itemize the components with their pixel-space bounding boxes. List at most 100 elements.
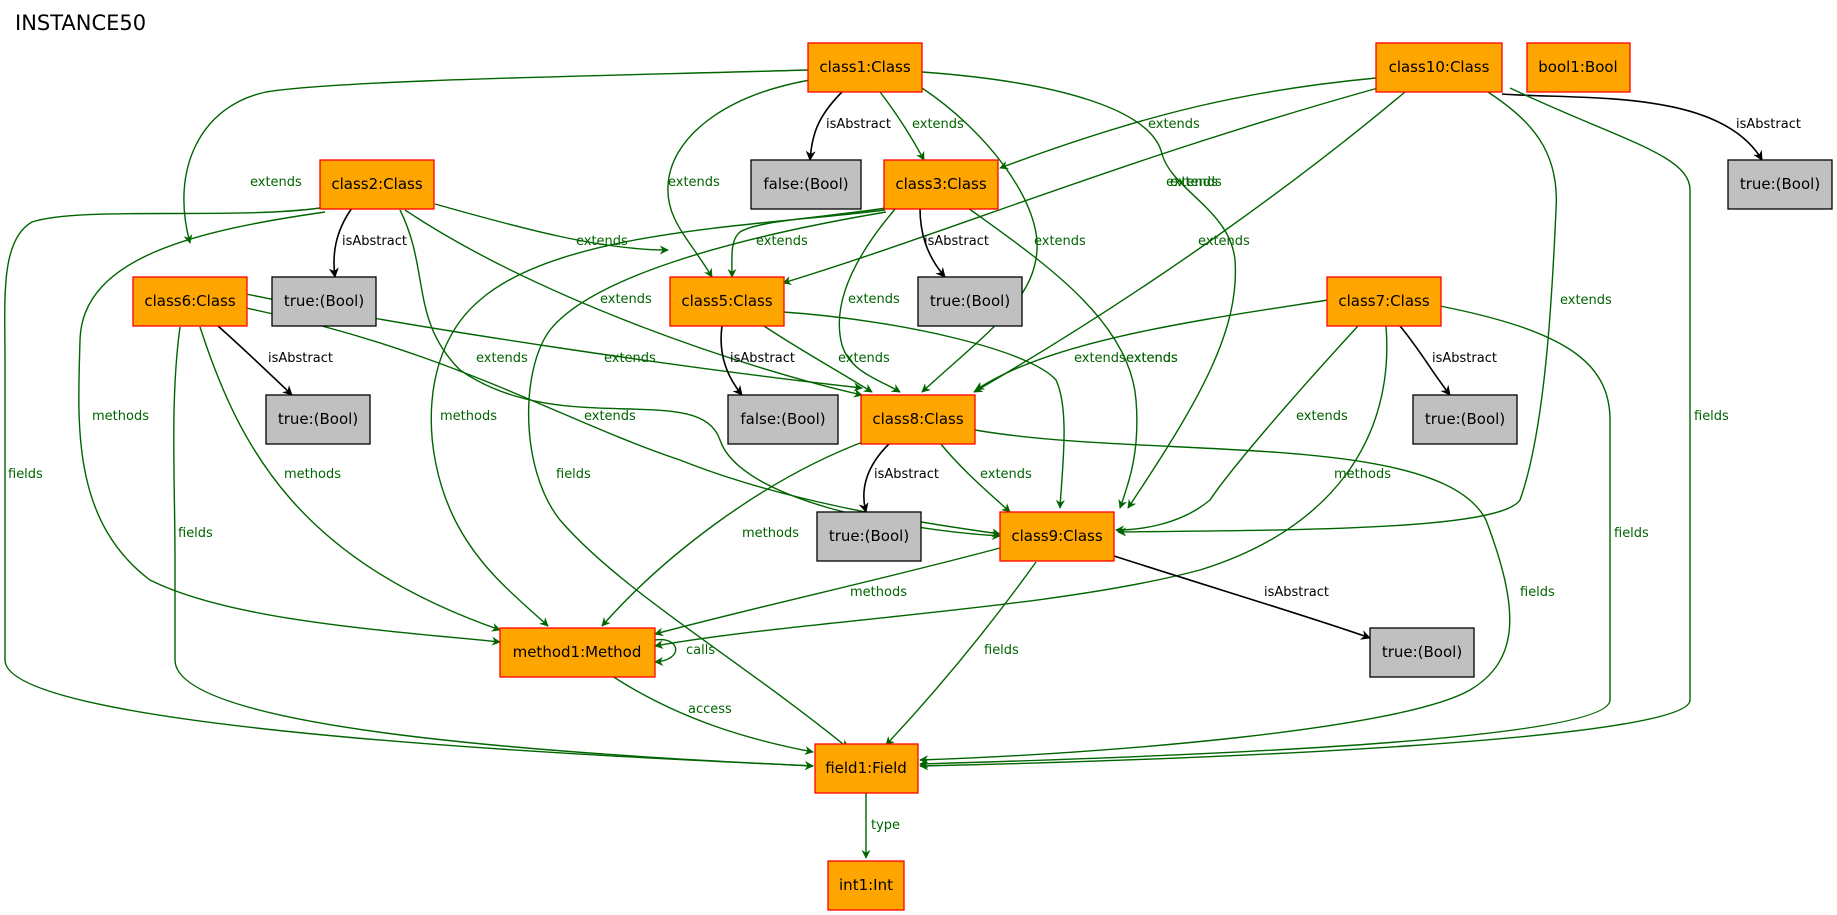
node-class9[interactable]: class9:Class	[999, 511, 1115, 562]
edge-class8-extends-class9	[939, 442, 1011, 513]
edge-class9-fields-field1	[885, 561, 1037, 746]
node-class6[interactable]: class6:Class	[132, 276, 248, 327]
svg-text:class7:Class: class7:Class	[1338, 292, 1429, 310]
edge-class1-extends-class6	[183, 69, 809, 244]
svg-text:int1:Int: int1:Int	[839, 876, 893, 894]
edge-class1-extends-class8	[921, 87, 1038, 393]
edge-class7-extends-class9	[1115, 325, 1359, 535]
node-true-bool[interactable]: true:(Bool)	[1369, 627, 1475, 678]
edge-class8-isabstract-true	[858, 442, 891, 513]
edge-label: fields	[556, 467, 591, 482]
svg-text:false:(Bool): false:(Bool)	[763, 175, 848, 193]
edge-label: extends	[250, 175, 302, 190]
node-int1[interactable]: int1:Int	[827, 860, 905, 911]
node-class5[interactable]: class5:Class	[669, 276, 785, 327]
svg-text:true:(Bool): true:(Bool)	[1382, 643, 1462, 661]
edge-label: isAbstract	[1736, 117, 1801, 132]
edge-label: extends	[600, 292, 652, 307]
edge-label: fields	[1694, 409, 1729, 424]
node-true-bool[interactable]: true:(Bool)	[1412, 394, 1518, 445]
edge-label: isAbstract	[730, 351, 795, 366]
edge-label: methods	[440, 409, 497, 424]
edge-class10-extends-class8	[973, 91, 1406, 393]
svg-text:class10:Class: class10:Class	[1389, 58, 1490, 76]
edge-label: calls	[686, 643, 715, 658]
edge-class10-fields-field1	[919, 87, 1691, 771]
edge-label: extends	[1166, 175, 1218, 190]
node-field1[interactable]: field1:Field	[814, 743, 919, 794]
edge-class7-isabstract-true	[1399, 325, 1451, 396]
node-true-bool[interactable]: true:(Bool)	[265, 394, 371, 445]
node-true-bool[interactable]: true:(Bool)	[816, 511, 922, 562]
edge-class10-extends-class9	[1117, 91, 1558, 537]
edge-label: extends	[1198, 234, 1250, 249]
node-class3[interactable]: class3:Class	[883, 159, 999, 210]
edge-label: access	[688, 702, 732, 717]
edge-label: isAbstract	[874, 467, 939, 482]
node-class2[interactable]: class2:Class	[319, 159, 435, 210]
svg-text:class1:Class: class1:Class	[819, 58, 910, 76]
edge-class5-extends-class9	[782, 311, 1065, 509]
node-false-bool[interactable]: false:(Bool)	[727, 394, 839, 445]
edge-label: fields	[1614, 526, 1649, 541]
edge-class2-extends-class5	[434, 203, 669, 255]
edge-label: isAbstract	[268, 351, 333, 366]
node-true-bool[interactable]: true:(Bool)	[1727, 159, 1833, 210]
edge-label: extends	[912, 117, 964, 132]
edge-label: fields	[8, 467, 43, 482]
node-class7[interactable]: class7:Class	[1326, 276, 1442, 327]
edge-label: fields	[984, 643, 1019, 658]
edge-label: extends	[756, 234, 808, 249]
svg-text:class9:Class: class9:Class	[1011, 527, 1102, 545]
node-true-bool[interactable]: true:(Bool)	[271, 276, 377, 327]
edge-label: extends	[1170, 175, 1222, 190]
edge-label: extends	[1074, 351, 1126, 366]
svg-text:class6:Class: class6:Class	[144, 292, 235, 310]
svg-text:method1:Method: method1:Method	[513, 643, 642, 661]
edge-class3-methods-method1	[430, 209, 886, 627]
edge-class3-extends-class8	[838, 207, 901, 393]
edge-label: extends	[1126, 351, 1178, 366]
edge-class7-methods-method1	[654, 325, 1388, 650]
edge-class6-isabstract-true	[217, 325, 293, 396]
edge-label: extends	[838, 351, 890, 366]
svg-text:true:(Bool): true:(Bool)	[278, 410, 358, 428]
svg-text:class3:Class: class3:Class	[895, 175, 986, 193]
edge-label: methods	[1334, 467, 1391, 482]
edge-class2-fields-field1	[4, 207, 814, 771]
edge-label: extends	[604, 351, 656, 366]
edge-class7-fields-field1	[919, 305, 1611, 769]
edge-label: isAbstract	[826, 117, 891, 132]
node-false-bool[interactable]: false:(Bool)	[750, 159, 862, 210]
edge-label: isAbstract	[342, 234, 407, 249]
edge-label: fields	[1520, 585, 1555, 600]
edge-class8-methods-method1	[601, 439, 869, 627]
edge-class3-isabstract-true	[919, 207, 946, 278]
node-class10[interactable]: class10:Class	[1375, 42, 1503, 93]
edge-label: isAbstract	[1432, 351, 1497, 366]
svg-text:true:(Bool): true:(Bool)	[1740, 175, 1820, 193]
node-true-bool[interactable]: true:(Bool)	[917, 276, 1023, 327]
node-class8[interactable]: class8:Class	[860, 394, 976, 445]
edge-class10-extends-class5	[782, 87, 1379, 285]
edge-label: methods	[284, 467, 341, 482]
node-method1[interactable]: method1:Method	[499, 627, 656, 678]
edge-method1-access-field1	[611, 675, 814, 755]
node-class1[interactable]: class1:Class	[807, 42, 923, 93]
svg-text:field1:Field: field1:Field	[825, 759, 907, 777]
edge-label: extends	[980, 467, 1032, 482]
svg-text:false:(Bool): false:(Bool)	[740, 410, 825, 428]
svg-text:bool1:Bool: bool1:Bool	[1538, 58, 1617, 76]
edge-class10-extends-class3	[999, 77, 1377, 170]
edge-class1-extends-class5	[667, 79, 811, 278]
svg-text:true:(Bool): true:(Bool)	[284, 292, 364, 310]
edge-class9-methods-method1	[654, 547, 1001, 637]
edge-class5-isabstract-false	[720, 325, 743, 396]
svg-text:class2:Class: class2:Class	[331, 175, 422, 193]
svg-text:true:(Bool): true:(Bool)	[829, 527, 909, 545]
edge-label: extends	[668, 175, 720, 190]
node-bool1[interactable]: bool1:Bool	[1526, 42, 1631, 93]
edge-class1-isabstract-false	[805, 91, 843, 161]
edge-label: fields	[178, 526, 213, 541]
